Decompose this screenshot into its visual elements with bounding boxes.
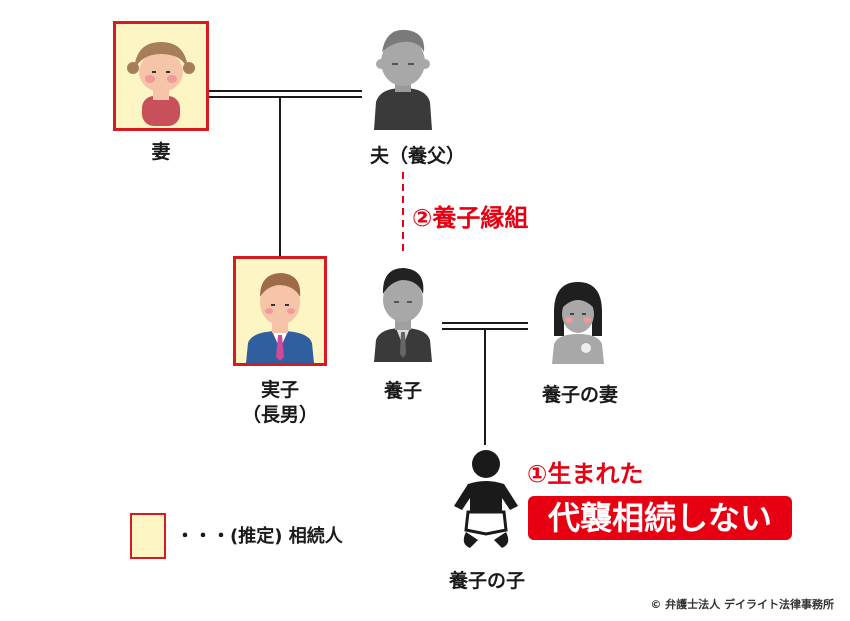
grandchild-figure bbox=[448, 448, 524, 552]
biological-child-label-2: （長男） bbox=[240, 400, 320, 427]
biological-child-figure bbox=[233, 256, 327, 366]
no-representation-badge: 代襲相続しない bbox=[528, 496, 792, 540]
woman-icon bbox=[116, 24, 206, 128]
man-gray-suit-icon bbox=[362, 258, 444, 362]
born-annotation: ①生まれた bbox=[527, 454, 643, 489]
legend-swatch bbox=[130, 513, 166, 559]
copyright-credit: © 弁護士法人 デイライト法律事務所 bbox=[650, 596, 834, 612]
adopted-child-label: 養子 bbox=[378, 376, 428, 403]
husband-label: 夫（養父） bbox=[370, 141, 460, 168]
grandchild-label: 養子の子 bbox=[432, 566, 542, 593]
husband-figure bbox=[362, 18, 444, 130]
man-gray-icon bbox=[362, 18, 444, 130]
biological-child-label-1: 実子 bbox=[250, 375, 310, 402]
woman-gray-icon bbox=[540, 272, 616, 364]
wife-figure bbox=[113, 21, 209, 131]
wife-label: 妻 bbox=[141, 137, 181, 164]
adopted-child-figure bbox=[362, 258, 444, 362]
legend-text: ・・・(推定) 相続人 bbox=[176, 522, 343, 548]
man-suit-icon bbox=[236, 259, 324, 363]
adopted-child-wife-label: 養子の妻 bbox=[535, 380, 625, 407]
adopted-child-wife-figure bbox=[540, 272, 616, 364]
baby-icon bbox=[448, 448, 524, 552]
adoption-annotation: ②養子縁組 bbox=[412, 198, 528, 233]
